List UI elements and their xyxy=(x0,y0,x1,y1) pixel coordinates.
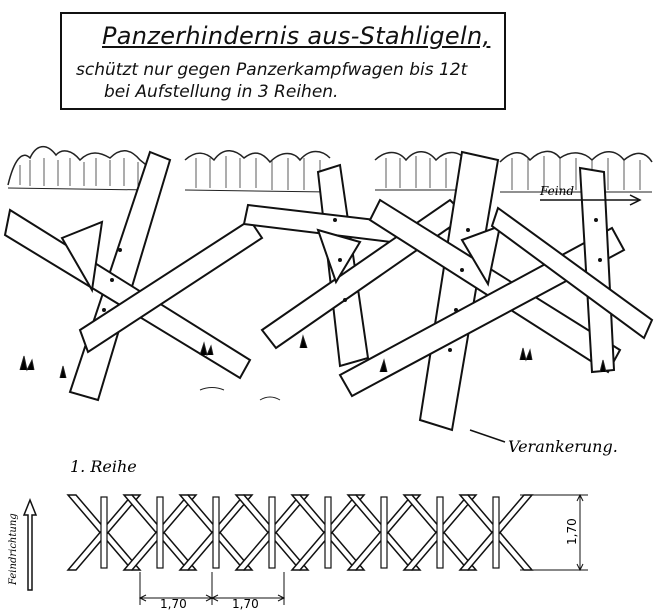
anchor-label: Verankerung. xyxy=(508,437,618,456)
title-subtitle-line1: schützt nur gegen Panzerkampfwagen bis 1… xyxy=(76,60,468,80)
enemy-direction-arrow xyxy=(22,497,38,591)
enemy-direction-label: Feindrichtung xyxy=(8,513,19,586)
plan-hedgehog-vertical-beam xyxy=(100,496,108,569)
spacing-dimension-label-2: 1,70 xyxy=(232,597,259,611)
hedgehog-left xyxy=(3,150,264,402)
plan-hedgehog-vertical-beam xyxy=(436,496,444,569)
spacing-dimensions xyxy=(138,572,286,605)
plan-hedgehog xyxy=(234,494,310,571)
plan-hedgehog xyxy=(290,494,366,571)
plan-hedgehog-vertical-beam xyxy=(212,496,220,569)
anchor-pointer xyxy=(469,429,506,443)
ground-grass xyxy=(19,334,607,401)
rivets xyxy=(102,218,602,352)
plan-hedgehog xyxy=(178,494,254,571)
plan-hedgehog xyxy=(346,494,422,571)
plan-hedgehog-vertical-beam xyxy=(324,496,332,569)
plan-hedgehog xyxy=(402,494,478,571)
plan-row-label: 1. Reihe xyxy=(70,457,137,476)
plan-hedgehog-vertical-beam xyxy=(268,496,276,569)
enemy-arrow-illustration xyxy=(540,194,642,206)
plan-hedgehog-row xyxy=(66,494,534,571)
spacing-dimension-label-1: 1,70 xyxy=(160,597,187,611)
height-dimension-label: 1,70 xyxy=(565,518,579,545)
plan-hedgehog-vertical-beam xyxy=(492,496,500,569)
hedgehog-right-back xyxy=(490,166,654,374)
title-subtitle-line2: bei Aufstellung in 3 Reihen. xyxy=(104,82,339,102)
plan-hedgehog xyxy=(66,494,142,571)
plan-hedgehog-vertical-beam xyxy=(156,496,164,569)
height-dimension xyxy=(520,493,588,572)
treeline xyxy=(7,146,653,193)
plan-hedgehog-vertical-beam xyxy=(380,496,388,569)
enemy-arrow-label: Feind xyxy=(539,184,574,198)
title-heading: Panzerhindernis aus-Stahligeln, xyxy=(102,22,491,50)
plan-hedgehog xyxy=(458,494,534,571)
title-box: Panzerhindernis aus-Stahligeln, schützt … xyxy=(60,12,506,110)
plan-hedgehog xyxy=(122,494,198,571)
